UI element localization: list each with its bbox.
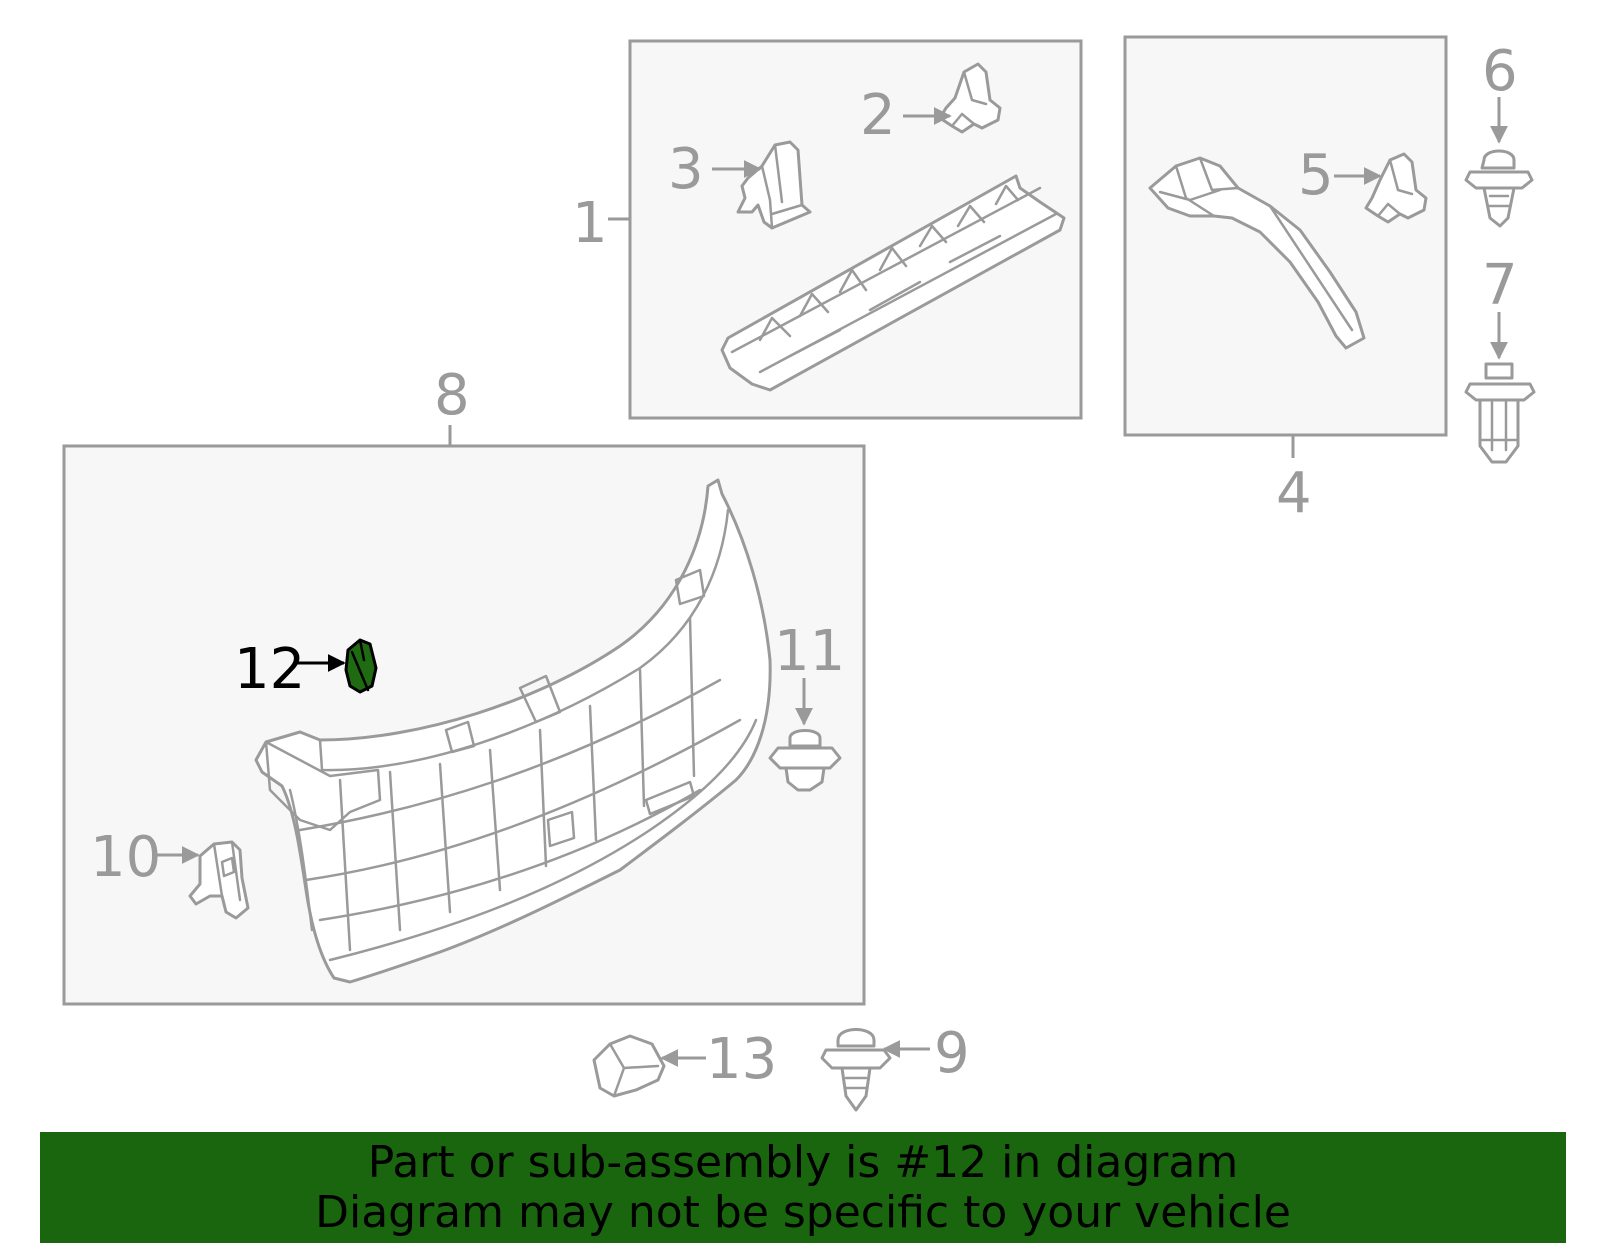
callout-7: 7 xyxy=(1482,253,1518,318)
part-3-clip[interactable] xyxy=(736,140,812,230)
callout-5: 5 xyxy=(1298,143,1334,208)
part-5-clip[interactable] xyxy=(1364,152,1428,224)
callout-2: 2 xyxy=(860,83,896,148)
callout-8: 8 xyxy=(434,363,470,428)
info-banner: Part or sub-assembly is #12 in diagram D… xyxy=(40,1132,1566,1243)
part-13-cap[interactable] xyxy=(592,1034,666,1098)
callout-4: 4 xyxy=(1276,461,1312,526)
callout-11: 11 xyxy=(774,619,845,684)
part-6-push-pin[interactable] xyxy=(1464,149,1534,228)
part-12-clip-highlighted[interactable] xyxy=(344,638,378,694)
callout-1: 1 xyxy=(572,191,608,256)
callout-6: 6 xyxy=(1482,39,1518,104)
part-1-trim-panel[interactable] xyxy=(720,174,1066,392)
part-10-bracket[interactable] xyxy=(188,840,250,920)
callout-12: 12 xyxy=(234,637,305,702)
callout-13: 13 xyxy=(706,1027,777,1092)
part-9-push-pin[interactable] xyxy=(820,1028,892,1112)
callout-10: 10 xyxy=(90,825,161,890)
banner-line-1: Part or sub-assembly is #12 in diagram xyxy=(367,1136,1239,1188)
part-7-rivet-clip[interactable] xyxy=(1464,362,1536,464)
banner-line-2: Diagram may not be specific to your vehi… xyxy=(315,1186,1291,1238)
part-11-grommet[interactable] xyxy=(768,729,842,792)
part-4-pillar-trim[interactable] xyxy=(1148,156,1366,350)
callout-3: 3 xyxy=(668,137,704,202)
part-8-liftgate-panel[interactable] xyxy=(254,478,772,984)
callout-9: 9 xyxy=(934,1021,970,1086)
